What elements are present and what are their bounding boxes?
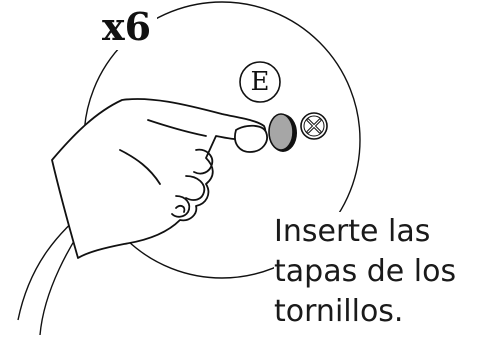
quantity-label: x6 [96,4,158,50]
instruction-line: Inserte las [274,212,431,252]
phillips-screw-icon [300,112,328,140]
part-letter-circle [239,61,281,103]
screw-cap-icon [268,113,297,152]
instruction-line: tornillos. [274,292,404,332]
instruction-line: tapas de los [274,252,457,292]
hand-illustration [51,98,268,259]
part-letter: E [250,67,270,97]
instruction-text: Inserte las tapas de los tornillos. [274,212,474,332]
